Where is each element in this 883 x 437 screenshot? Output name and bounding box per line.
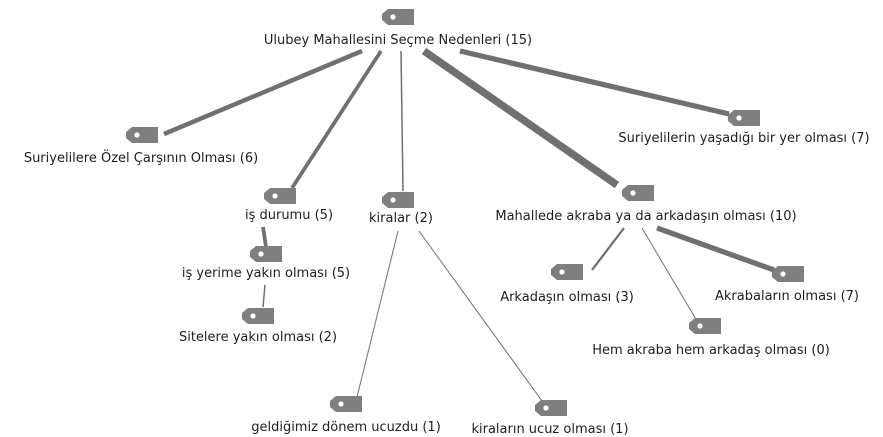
node-label: Ulubey Mahallesini Seçme Nedenleri (15) xyxy=(264,33,532,48)
node-kiralar[interactable]: kiralar (2) xyxy=(369,192,433,226)
node-root[interactable]: Ulubey Mahallesini Seçme Nedenleri (15) xyxy=(264,9,532,48)
node-mahallede[interactable]: Mahallede akraba ya da arkadaşın olması … xyxy=(495,185,797,224)
node-label: iş yerime yakın olması (5) xyxy=(182,266,350,281)
tag-icon xyxy=(382,9,414,25)
tag-icon xyxy=(242,308,274,324)
node-label: Akrabaların olması (7) xyxy=(715,289,859,304)
node-hem[interactable]: Hem akraba hem arkadaş olması (0) xyxy=(592,318,830,358)
node-label: Mahallede akraba ya da arkadaşın olması … xyxy=(495,209,796,224)
tag-icon xyxy=(622,185,654,201)
tag-icon xyxy=(126,127,158,143)
node-is-yerime[interactable]: iş yerime yakın olması (5) xyxy=(182,246,350,281)
edge-kiralar-to-geldigimiz xyxy=(356,230,399,398)
edge-root-to-is-durumu xyxy=(290,49,383,190)
node-geldigimiz[interactable]: geldiğimiz dönem ucuzdu (1) xyxy=(251,396,441,435)
node-label: Sitelere yakın olması (2) xyxy=(179,330,337,345)
edge-mahallede-to-hem xyxy=(641,227,698,322)
node-label: Arkadaşın olması (3) xyxy=(500,290,634,305)
node-suriyelilerin[interactable]: Suriyelilerin yaşadığı bir yer olması (7… xyxy=(618,110,870,146)
tag-icon xyxy=(535,400,567,416)
edge-is-durumu-to-is-yerime xyxy=(261,226,268,248)
edge-mahallede-to-arkadasin xyxy=(591,227,625,271)
tag-icon xyxy=(382,192,414,208)
tag-icon xyxy=(728,110,760,126)
edge-kiralar-to-kiralarin xyxy=(418,230,543,402)
node-layer: Ulubey Mahallesini Seçme Nedenleri (15) S… xyxy=(24,9,870,437)
node-label: geldiğimiz dönem ucuzdu (1) xyxy=(251,420,441,435)
edge-is-yerime-to-sitelere xyxy=(262,284,266,308)
node-sitelere[interactable]: Sitelere yakın olması (2) xyxy=(179,308,337,345)
node-kiralarin[interactable]: kiraların ucuz olması (1) xyxy=(471,400,629,437)
tag-icon xyxy=(250,246,282,262)
edge-layer xyxy=(163,47,775,402)
tag-icon xyxy=(772,266,804,282)
tag-icon xyxy=(551,264,583,280)
tag-icon xyxy=(264,188,296,204)
edge-mahallede-to-akrabalarin xyxy=(656,225,775,273)
node-label: kiraların ucuz olması (1) xyxy=(471,422,628,437)
node-label: kiralar (2) xyxy=(369,211,433,226)
node-akrabalarin[interactable]: Akrabaların olması (7) xyxy=(715,266,859,304)
edge-root-to-suriyelilerin xyxy=(459,48,730,117)
node-suriyelilere[interactable]: Suriyelilere Özel Çarşının Olması (6) xyxy=(24,127,258,166)
edge-root-to-suriyelilere xyxy=(163,48,363,137)
node-arkadasin[interactable]: Arkadaşın olması (3) xyxy=(500,264,634,305)
edge-root-to-kiralar xyxy=(400,50,404,192)
tag-icon xyxy=(330,396,362,412)
tag-icon xyxy=(689,318,721,334)
node-label: Hem akraba hem arkadaş olması (0) xyxy=(592,343,830,358)
node-label: iş durumu (5) xyxy=(245,208,333,223)
node-label: Suriyelilere Özel Çarşının Olması (6) xyxy=(24,149,258,166)
node-is-durumu[interactable]: iş durumu (5) xyxy=(245,188,333,223)
edge-root-to-mahallede xyxy=(421,47,620,189)
node-label: Suriyelilerin yaşadığı bir yer olması (7… xyxy=(618,131,869,146)
